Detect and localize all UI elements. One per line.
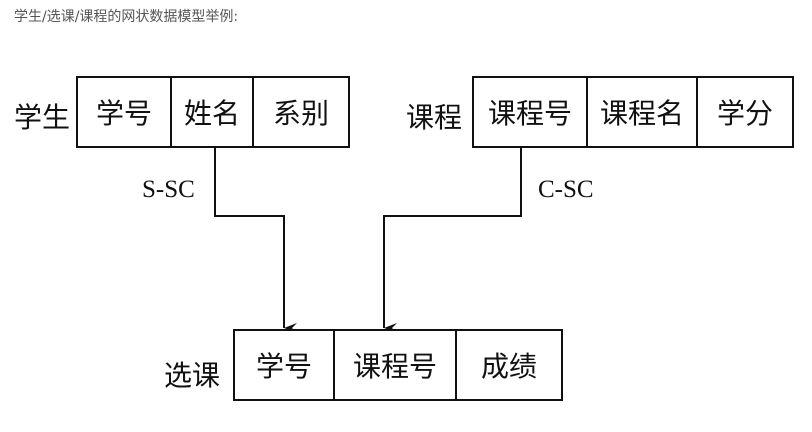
student-field-dept: 系别 [272,97,329,130]
enrollment-field-course-id: 课程号 [335,331,457,399]
course-field-credit: 学分 [716,97,773,130]
student-field-id: 学号 [78,78,172,146]
student-record-box: 学号 姓名 系别 [76,76,350,148]
enrollment-field-grade: 成绩 [480,350,537,383]
course-entity-label: 课程 [406,101,463,134]
student-entity-label: 学生 [14,101,71,134]
page-caption: 学生/选课/课程的网状数据模型举例: [14,9,239,25]
enrollment-entity-label: 选课 [164,359,221,392]
s-sc-link-label: S-SC [142,176,195,203]
s-sc-link-line [214,148,297,333]
c-sc-link-line [383,148,522,333]
course-record-box: 课程号 课程名 学分 [472,76,794,148]
enrollment-field-student-id: 学号 [235,331,335,399]
course-field-id: 课程号 [474,78,588,146]
student-field-name: 姓名 [172,78,254,146]
c-sc-link-label: C-SC [538,176,594,203]
course-field-name: 课程名 [588,78,698,146]
enrollment-record-box: 学号 课程号 成绩 [233,329,563,401]
